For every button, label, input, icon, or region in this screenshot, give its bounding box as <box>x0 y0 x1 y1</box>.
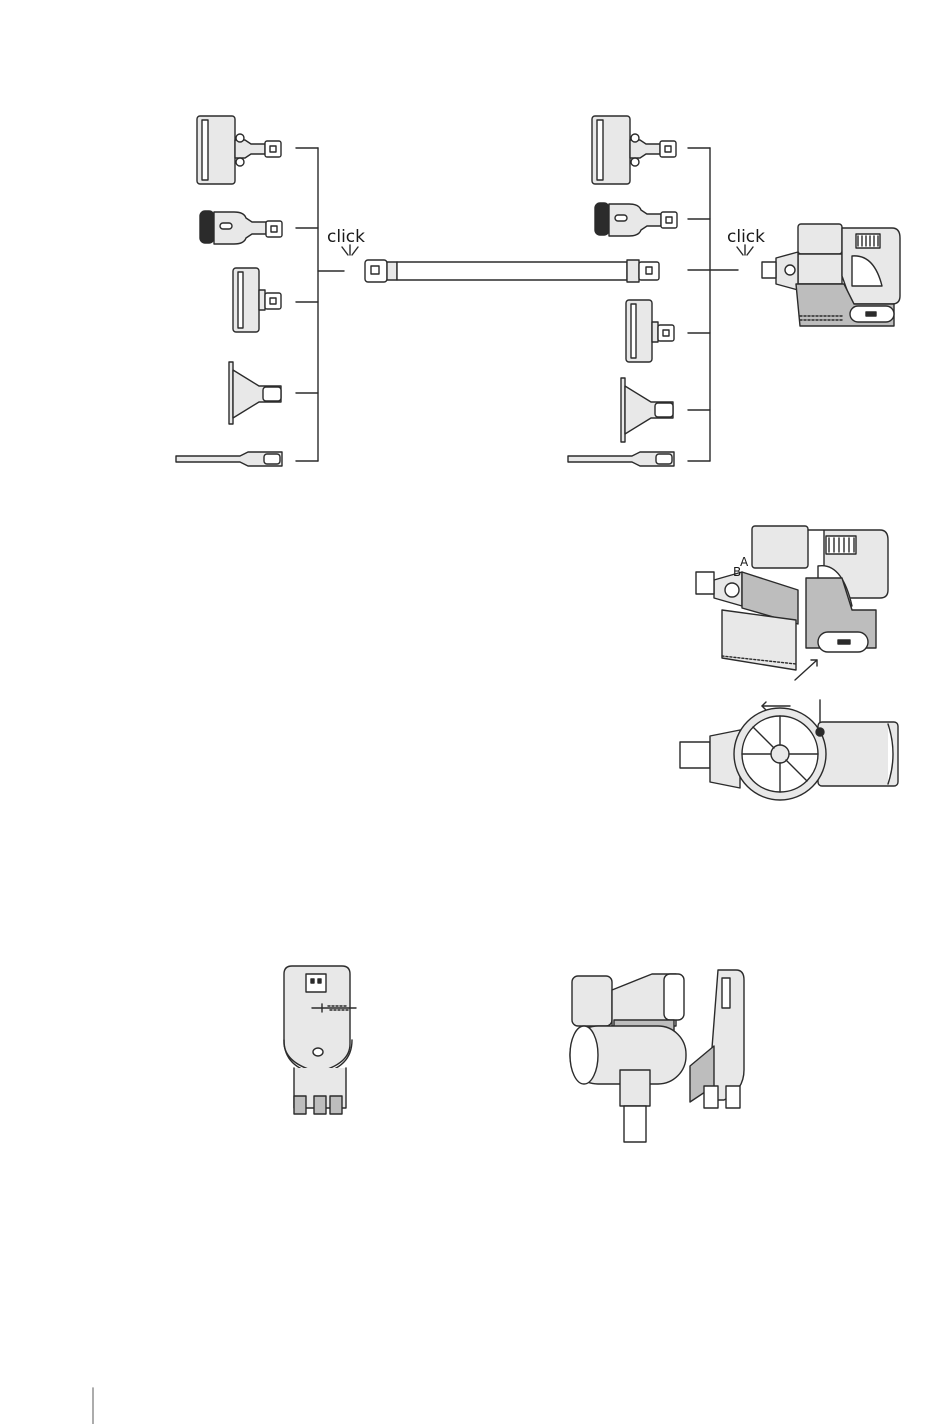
handheld-vacuum-icon <box>762 224 900 326</box>
right-floor-brush-icon <box>592 116 676 184</box>
click-indicator-right: click <box>727 227 765 255</box>
filter-removal-diagram <box>680 700 898 800</box>
right-upholstery-tool-icon <box>621 378 673 442</box>
left-crevice-tool-icon <box>176 452 282 466</box>
dustbin-release-diagram: A B <box>696 526 888 680</box>
left-bracket-lines <box>296 148 344 461</box>
extension-tube-icon <box>365 260 659 282</box>
left-mini-brush-icon <box>233 268 281 332</box>
arrow-up-right-icon <box>795 660 817 680</box>
right-round-brush-icon <box>595 203 677 236</box>
left-accessory-column <box>176 116 344 466</box>
click-indicator-left: click <box>327 227 365 255</box>
right-accessory-column <box>568 116 738 466</box>
docked-vacuum-diagram <box>570 970 744 1142</box>
right-mini-brush-icon <box>626 300 674 362</box>
right-crevice-tool-icon <box>568 452 674 466</box>
wall-mount-diagram <box>284 966 356 1114</box>
right-bracket-lines <box>688 148 738 461</box>
left-floor-brush-icon <box>197 116 281 184</box>
left-round-brush-icon <box>200 211 282 244</box>
left-upholstery-tool-icon <box>229 362 281 424</box>
accessory-diagram: click <box>176 116 900 466</box>
part-label-a: A <box>740 555 749 569</box>
click-label-right: click <box>727 227 765 247</box>
click-label-left: click <box>327 227 365 247</box>
part-label-b: B <box>733 565 741 579</box>
